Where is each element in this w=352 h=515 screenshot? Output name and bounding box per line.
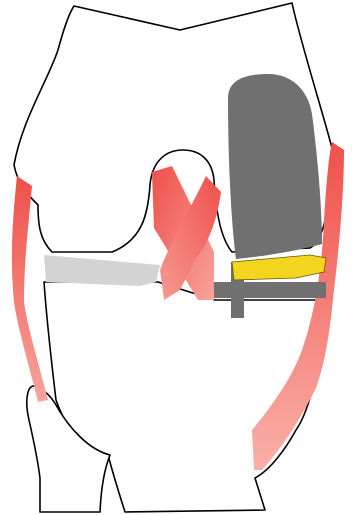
femoral-implant: [228, 74, 322, 259]
tibial-implant-tray: [214, 282, 326, 298]
